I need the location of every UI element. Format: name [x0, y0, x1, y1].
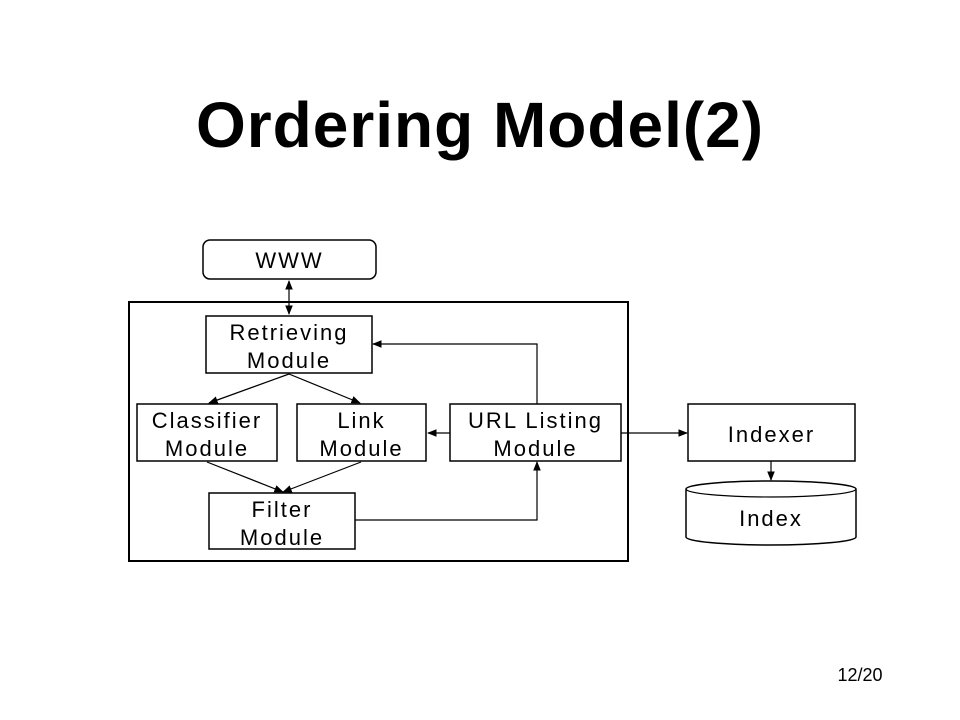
- index-database-node: Index: [685, 480, 857, 546]
- url-listing-module-label-line1: URL Listing: [468, 408, 603, 433]
- classifier-module-label-line2: Module: [165, 436, 249, 461]
- indexer-node: Indexer: [687, 403, 856, 462]
- edge-retrieving-link: [288, 373, 361, 404]
- edge-url-listing-retrieving: [372, 340, 538, 404]
- link-module-label-line1: Link: [337, 408, 385, 433]
- edge-retrieving-classifier: [208, 373, 290, 404]
- filter-module-label-line2: Module: [240, 525, 324, 550]
- filter-module-node: Filter Module: [208, 492, 356, 550]
- link-module-label-line2: Module: [319, 436, 403, 461]
- url-listing-module-label-line2: Module: [493, 436, 577, 461]
- www-label: WWW: [255, 248, 323, 273]
- url-listing-module-node: URL Listing Module: [449, 403, 622, 462]
- indexer-label: Indexer: [728, 422, 815, 447]
- classifier-module-node: Classifier Module: [136, 403, 278, 462]
- retrieving-module-node: Retrieving Module: [205, 315, 373, 374]
- www-node: WWW: [202, 239, 377, 280]
- page-number: 12/20: [837, 665, 883, 685]
- filter-module-label-line1: Filter: [252, 497, 313, 522]
- retrieving-module-label-line1: Retrieving: [229, 320, 348, 345]
- edge-link-filter: [282, 461, 362, 493]
- system-boundary-frame: [128, 301, 629, 562]
- retrieving-module-label-line2: Module: [247, 348, 331, 373]
- classifier-module-label-line1: Classifier: [152, 408, 262, 433]
- edge-filter-url-listing: [355, 461, 541, 521]
- edge-classifier-filter: [206, 461, 284, 493]
- link-module-node: Link Module: [296, 403, 427, 462]
- index-label: Index: [739, 506, 803, 531]
- slide-title: Ordering Model(2): [195, 89, 765, 161]
